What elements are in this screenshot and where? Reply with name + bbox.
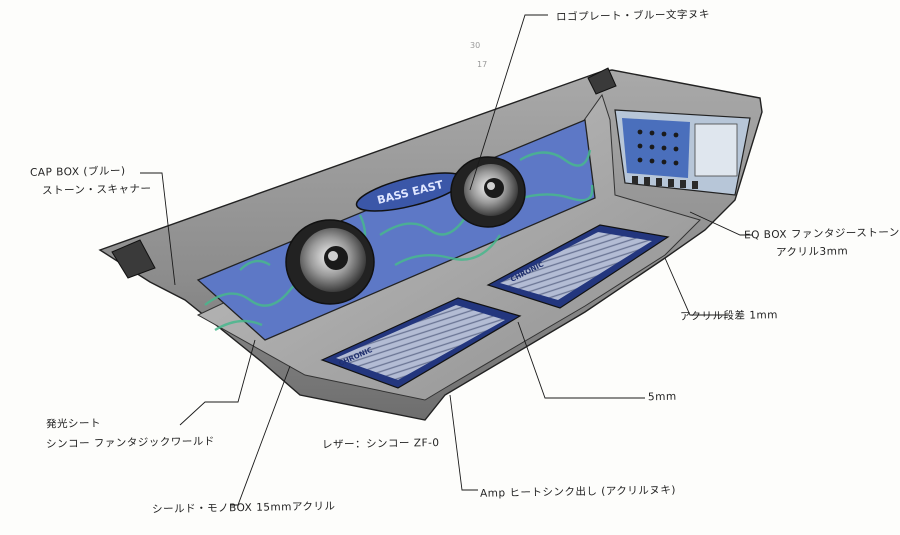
speaker-right (450, 156, 526, 228)
annotation-eq-box-1: EQ BOX ファンタジーストーン (743, 226, 900, 242)
cap-box-right (587, 67, 617, 95)
amp-front: CHRONIC (320, 297, 522, 389)
annotation-eq-box-2: アクリル3mm (775, 245, 849, 259)
eq-box (614, 109, 751, 196)
annotation-shield-box: シールド・モノBOX 15mmアクリル (151, 500, 336, 516)
leader-lines (140, 14, 752, 506)
annotation-cap-box-2: ストーン・スキャナー (41, 183, 152, 197)
annotation-luminous-sheet-1: 発光シート (45, 417, 102, 431)
annotation-logo-plate: ロゴプレート・ブルー文字ヌキ (555, 8, 711, 24)
pencil-mark-17: 17 (477, 60, 487, 69)
cap-box-left (111, 239, 156, 279)
annotation-acrylic-step: アクリル段差 1mm (679, 309, 779, 323)
pencil-mark-30: 30 (470, 41, 480, 50)
annotation-cap-box-1: CAP BOX (ブルー) (29, 165, 126, 179)
annotation-leather: レザー：シンコー ZF-0 (321, 436, 440, 452)
annotation-5mm: 5mm (647, 390, 677, 404)
annotation-luminous-sheet-2: シンコー ファンタジックワールド (45, 435, 215, 451)
speaker-left (285, 219, 375, 305)
